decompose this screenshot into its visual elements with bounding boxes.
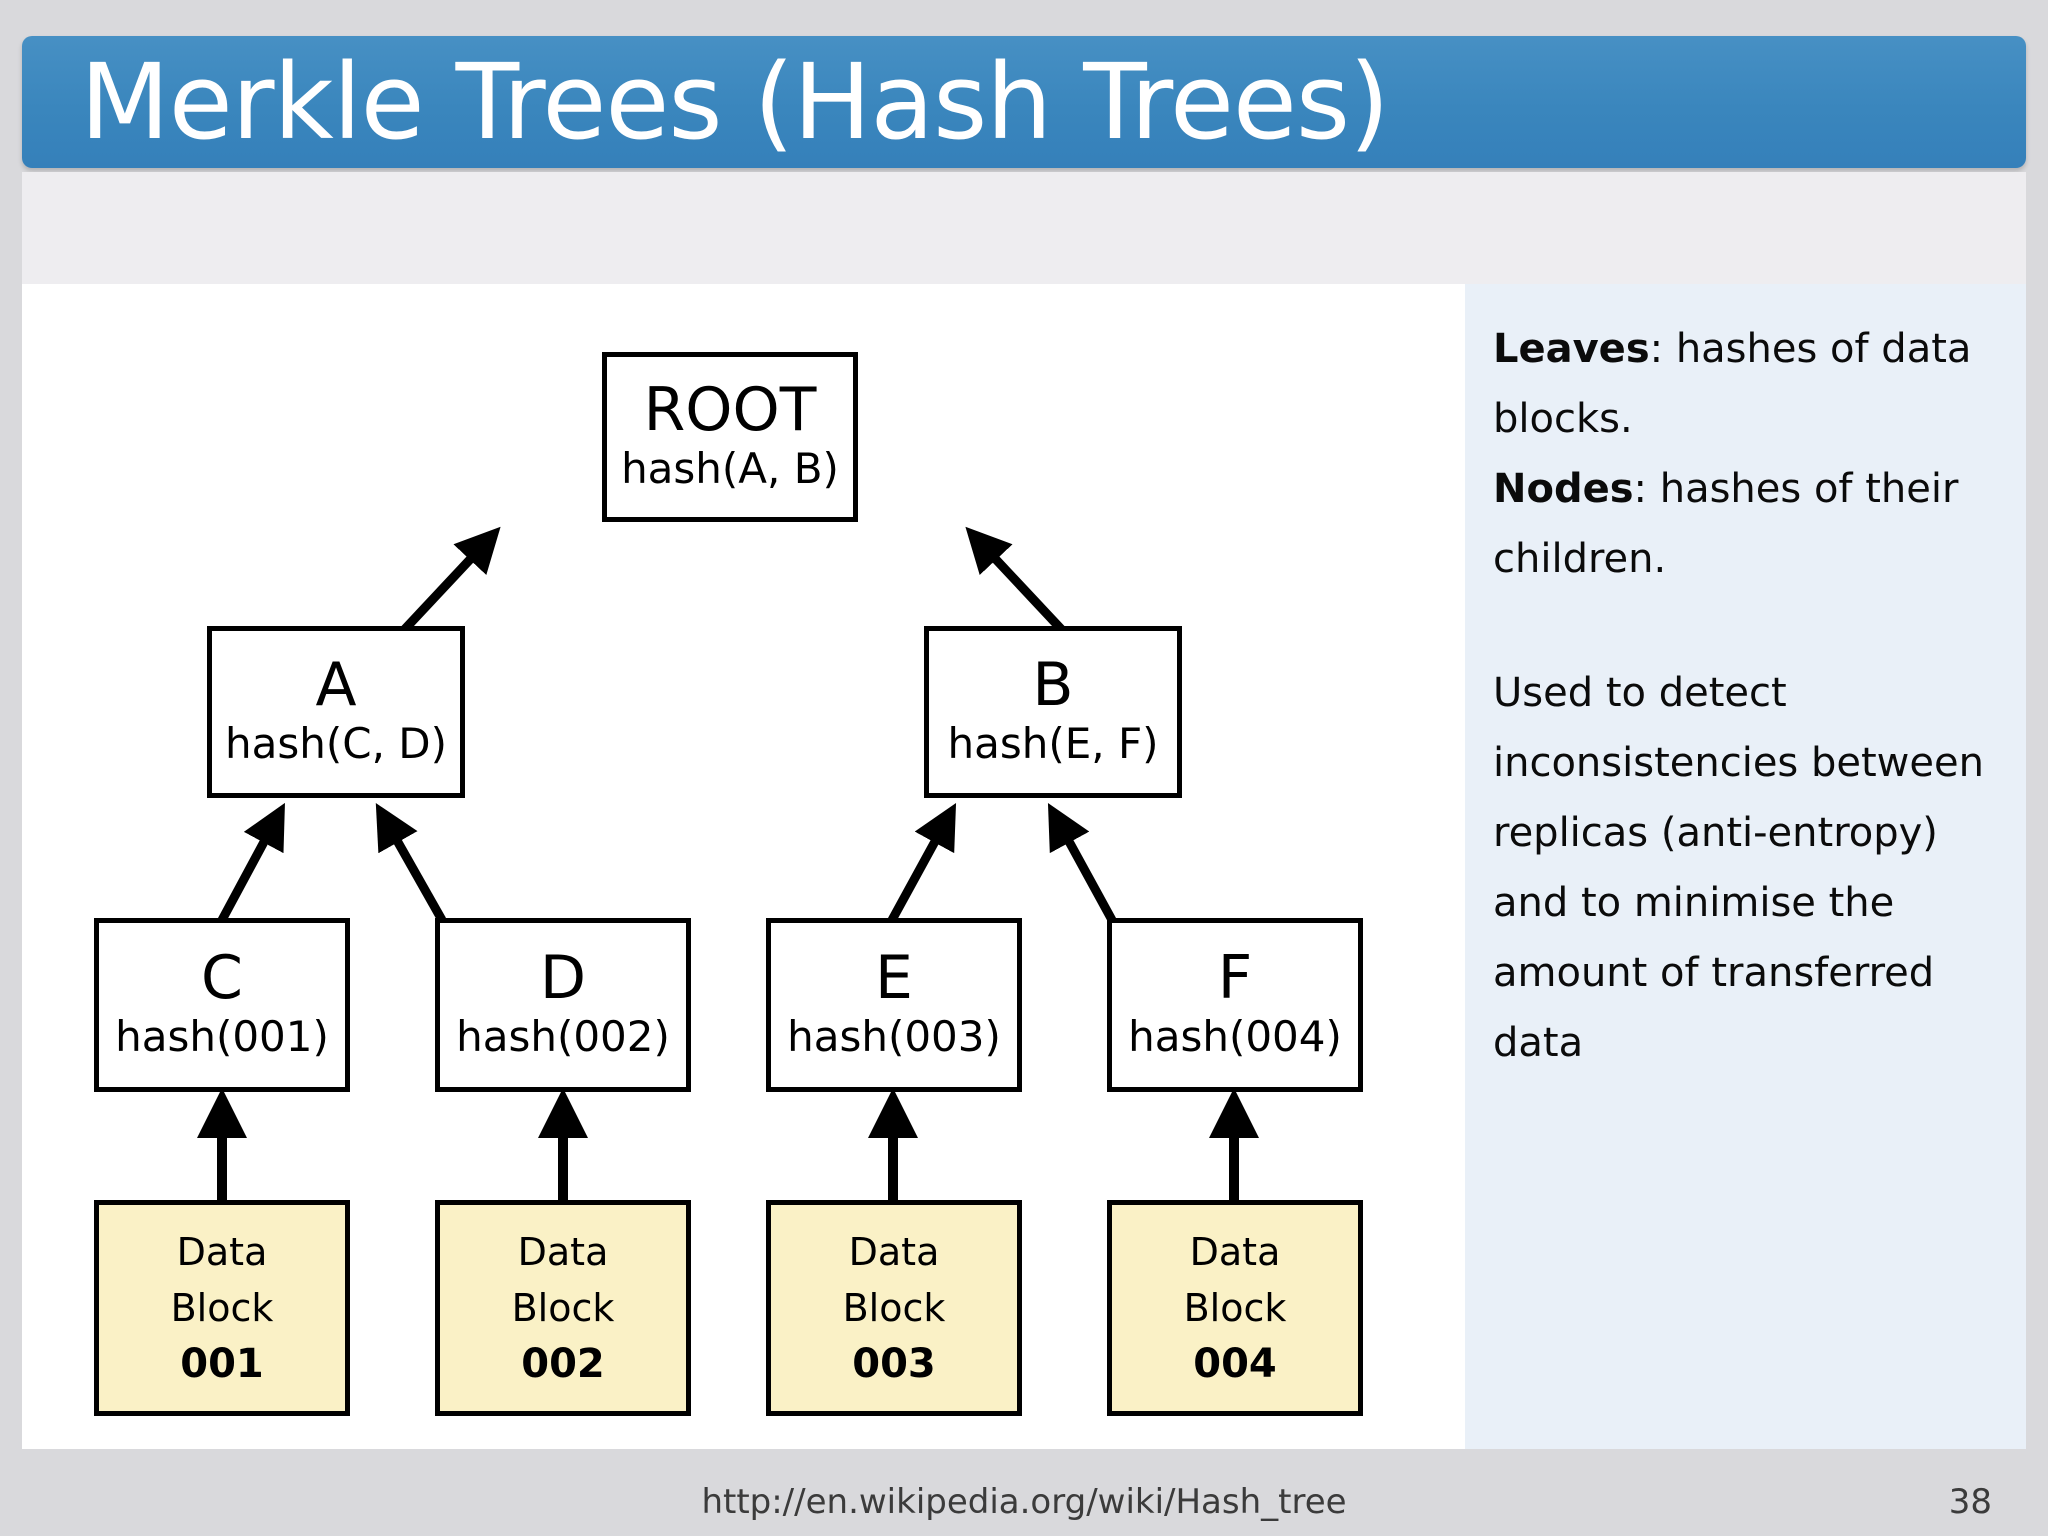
sidebar-paragraph-usage: Used to detect inconsistencies between r… (1493, 670, 1984, 1066)
data-block-002[interactable]: Data Block 002 (435, 1200, 691, 1416)
sidebar-paragraph-definitions: Leaves: hashes of data blocks. Nodes: ha… (1493, 314, 1986, 594)
data-block-002-line1: Data (517, 1230, 609, 1274)
page-title: Merkle Trees (Hash Trees) (80, 41, 1390, 163)
tree-node-a[interactable]: A hash(C, D) (207, 626, 465, 798)
sidebar-lead-leaves: Leaves (1493, 326, 1650, 372)
data-block-003-id: 003 (852, 1341, 936, 1387)
tree-edges (197, 526, 1259, 1202)
page-number: 38 (1948, 1482, 1992, 1522)
edge-c-to-a (218, 802, 285, 923)
title-underband (22, 172, 2026, 284)
node-e-hash: hash(003) (787, 1012, 1001, 1061)
diagram-panel: ROOT hash(A, B) A hash(C, D) B hash(E, F… (22, 284, 1465, 1449)
node-d-hash: hash(002) (456, 1012, 670, 1061)
node-c-label: C (201, 943, 243, 1013)
node-b-hash: hash(E, F) (947, 719, 1159, 768)
edge-e-to-b (888, 802, 957, 923)
node-b-label: B (1032, 650, 1074, 720)
edge-d-to-a (375, 803, 446, 923)
edge-b-to-root (965, 526, 1066, 634)
data-block-002-line2: Block (511, 1286, 615, 1330)
tree-node-f[interactable]: F hash(004) (1107, 918, 1363, 1092)
data-block-004-line1: Data (1189, 1230, 1281, 1274)
tree-node-b[interactable]: B hash(E, F) (924, 626, 1182, 798)
sidebar-text-nodes: : hashes of their children. (1493, 466, 1959, 582)
node-root-label: ROOT (643, 375, 817, 445)
node-root-hash: hash(A, B) (621, 444, 839, 493)
data-block-001-id: 001 (180, 1341, 264, 1387)
data-block-001-line1: Data (176, 1230, 268, 1274)
data-block-003-line1: Data (848, 1230, 940, 1274)
explanation-sidebar: Leaves: hashes of data blocks. Nodes: ha… (1465, 284, 2026, 1449)
data-block-001[interactable]: Data Block 001 (94, 1200, 350, 1416)
data-block-003[interactable]: Data Block 003 (766, 1200, 1022, 1416)
data-block-004[interactable]: Data Block 004 (1107, 1200, 1363, 1416)
tree-node-c[interactable]: C hash(001) (94, 918, 350, 1092)
tree-node-root[interactable]: ROOT hash(A, B) (602, 352, 858, 522)
sidebar-lead-nodes: Nodes (1493, 466, 1634, 512)
source-url[interactable]: http://en.wikipedia.org/wiki/Hash_tree (701, 1482, 1347, 1522)
node-e-label: E (875, 943, 913, 1013)
node-a-hash: hash(C, D) (225, 719, 447, 768)
node-d-label: D (539, 943, 587, 1013)
data-block-004-line2: Block (1183, 1286, 1287, 1330)
data-block-002-id: 002 (521, 1341, 605, 1387)
node-c-hash: hash(001) (115, 1012, 329, 1061)
node-f-label: F (1217, 943, 1253, 1013)
edge-f-to-b (1047, 802, 1116, 923)
slide-footer (0, 1470, 2048, 1536)
data-block-004-id: 004 (1193, 1341, 1277, 1387)
node-a-label: A (315, 650, 357, 720)
tree-node-d[interactable]: D hash(002) (435, 918, 691, 1092)
data-block-003-line2: Block (842, 1286, 946, 1330)
node-f-hash: hash(004) (1128, 1012, 1342, 1061)
sidebar-text-leaves: : hashes of data blocks. (1493, 326, 1972, 442)
slide-title-bar: Merkle Trees (Hash Trees) (22, 36, 2026, 168)
data-block-001-line2: Block (170, 1286, 274, 1330)
edge-a-to-root (400, 526, 501, 634)
tree-node-e[interactable]: E hash(003) (766, 918, 1022, 1092)
